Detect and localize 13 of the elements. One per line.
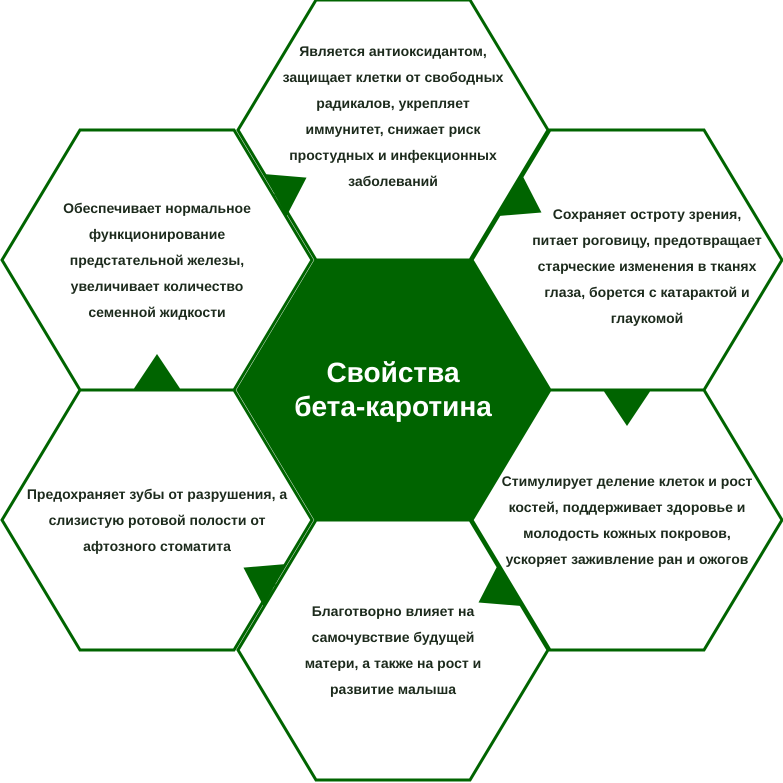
arrow bbox=[498, 174, 542, 216]
arrow bbox=[478, 564, 522, 606]
arrow bbox=[133, 354, 181, 391]
arrow bbox=[603, 389, 651, 426]
hexagon-text: Благотворно влияет на самочувствие будущей матери, а также на рост и развитие малыша bbox=[304, 602, 482, 699]
arrow bbox=[263, 174, 307, 216]
center-title: Свойства бета-каротина bbox=[293, 356, 493, 424]
hexagon-text: Предохраняет зубы от разрушения, а слизистую ротовой полости от афтозного стоматита bbox=[26, 485, 288, 556]
arrow bbox=[243, 564, 287, 606]
hexagon-text: Сохраняет остроту зрения, питает роговицу, предотвращает старческие изменения в тканях глаза, борется с катарактой и глаукомой bbox=[532, 205, 762, 328]
hexagon-text: Является антиоксидантом, защищает клетки от свободных радикалов, укрепляет иммунитет, снижает риск простудных и инфекционных заболеваний bbox=[282, 42, 504, 191]
hexagon-text: Обеспечивает нормальное функционирование предстательной железы, увеличивает количество семенной жидкости bbox=[62, 199, 252, 322]
hexagon-text: Стимулирует деление клеток и рост костей, поддерживает здоровье и молодость кожных покровов, ускоряет заживление ран и ожогов bbox=[500, 472, 754, 569]
